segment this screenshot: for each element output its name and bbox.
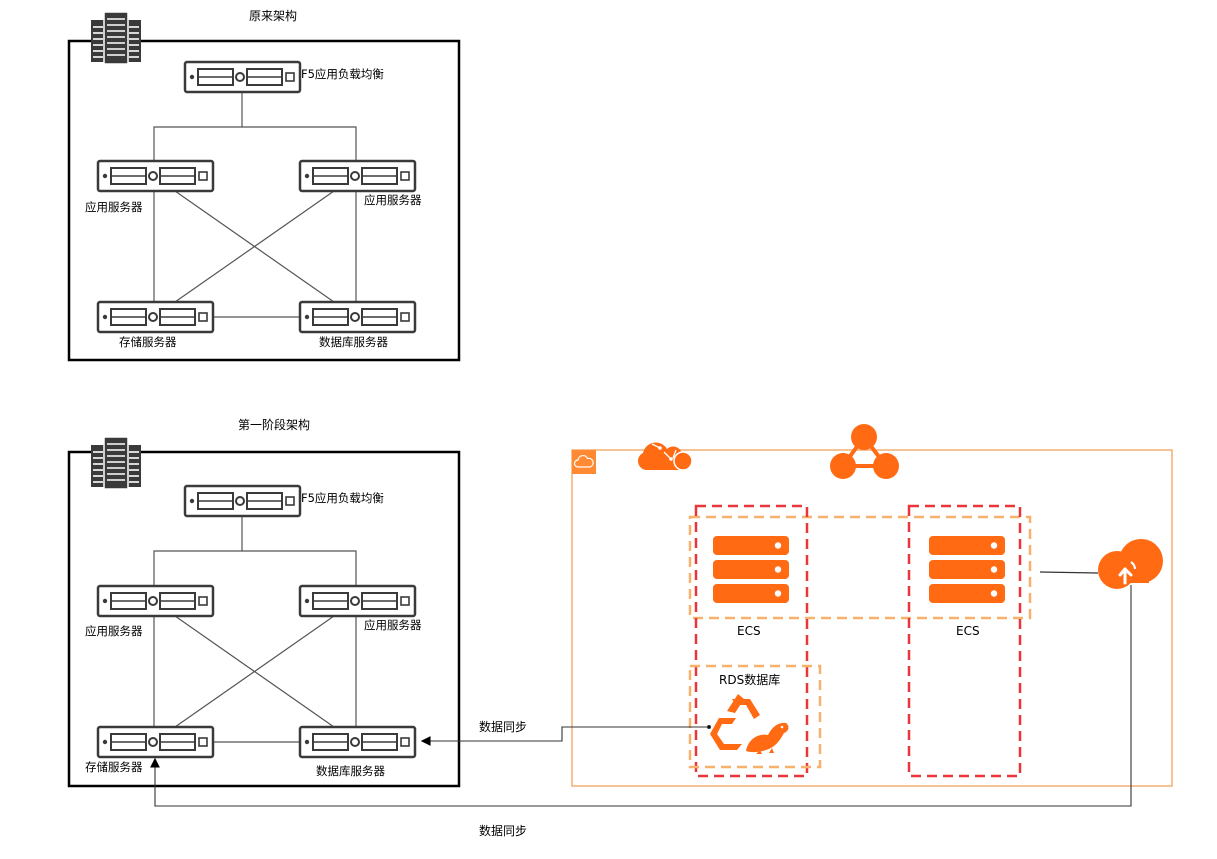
original-links (153, 92, 357, 318)
rds-icon (710, 694, 789, 754)
original-app-server-left (96, 159, 215, 193)
stage1-db-server (298, 725, 417, 759)
aliyun-cloud-icon (638, 442, 693, 471)
server-rack-icon (90, 11, 142, 65)
az-left-zone (694, 504, 809, 778)
stage1-title: 第一阶段架构 (238, 417, 310, 432)
stage1-links (153, 515, 357, 743)
stage1-app-server-left (96, 584, 215, 618)
original-db-server (298, 300, 417, 334)
stage1-frame (67, 450, 461, 788)
ecs-oss-link (1039, 571, 1099, 574)
network-topology-icon (830, 424, 899, 479)
original-app-left-label: 应用服务器 (85, 200, 143, 214)
db-sync-connector (420, 724, 712, 746)
stage1-app-server-right (298, 584, 417, 618)
db-sync-label: 数据同步 (479, 719, 527, 734)
cloud-icon (572, 450, 596, 474)
storage-sync-connector (150, 585, 1132, 807)
ecs-left-label: ECS (737, 624, 761, 638)
original-app-right-label: 应用服务器 (364, 193, 422, 207)
stage1-db-label: 数据库服务器 (316, 764, 385, 778)
original-storage-server (96, 300, 215, 334)
stage1-app-left-label: 应用服务器 (85, 624, 143, 638)
original-db-label: 数据库服务器 (319, 335, 388, 349)
rds-label: RDS数据库 (719, 672, 780, 687)
original-frame (67, 39, 461, 362)
stage1-app-right-label: 应用服务器 (364, 618, 422, 632)
ecs-right-label: ECS (956, 624, 980, 638)
original-app-server-right (298, 159, 417, 193)
cloud-group: ECS ECS RDS数据库 (571, 424, 1173, 787)
ecs-icon (713, 536, 789, 603)
storage-sync-label: 数据同步 (479, 823, 527, 838)
stage1-architecture: 第一阶段架构 F5应用负载均衡 应用服务器 应用服务器 存储服务器 数据库服务器 (67, 417, 461, 788)
stage1-storage-server (96, 725, 215, 759)
original-lb-label: F5应用负载均衡 (301, 67, 384, 81)
ecs-icon (929, 536, 1005, 603)
original-lb-server (183, 60, 302, 94)
stage1-lb-server (183, 484, 302, 518)
server-rack-icon (90, 436, 142, 490)
stage1-lb-label: F5应用负载均衡 (301, 491, 384, 505)
original-title: 原来架构 (249, 8, 297, 23)
original-storage-label: 存储服务器 (119, 335, 177, 349)
oss-upload-icon (1098, 539, 1163, 589)
original-architecture: 原来架构 F5应用负载均衡 应用服务器 应用服务器 存储服务器 数据库服务器 (67, 8, 461, 362)
az-right-zone (907, 504, 1022, 778)
rds-zone (688, 664, 822, 769)
stage1-storage-label: 存储服务器 (85, 760, 143, 774)
ecs-row-zone (688, 515, 1032, 620)
